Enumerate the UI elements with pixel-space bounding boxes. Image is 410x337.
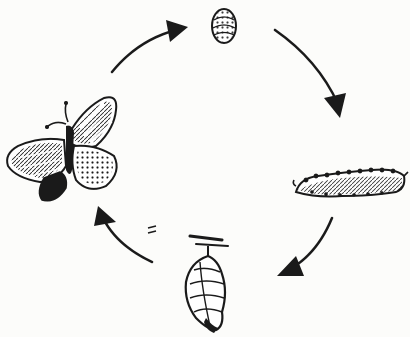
arrow-adult-to-egg [112,20,188,72]
egg-icon [212,9,236,43]
caterpillar-icon [293,168,408,197]
chrysalis-icon [186,236,228,333]
arrow-pupa-to-adult [94,206,152,262]
butterfly-icon [7,97,117,201]
stray-equals-mark [148,226,156,233]
arrow-egg-to-larva [275,30,346,118]
arrow-larva-to-pupa [277,218,332,276]
